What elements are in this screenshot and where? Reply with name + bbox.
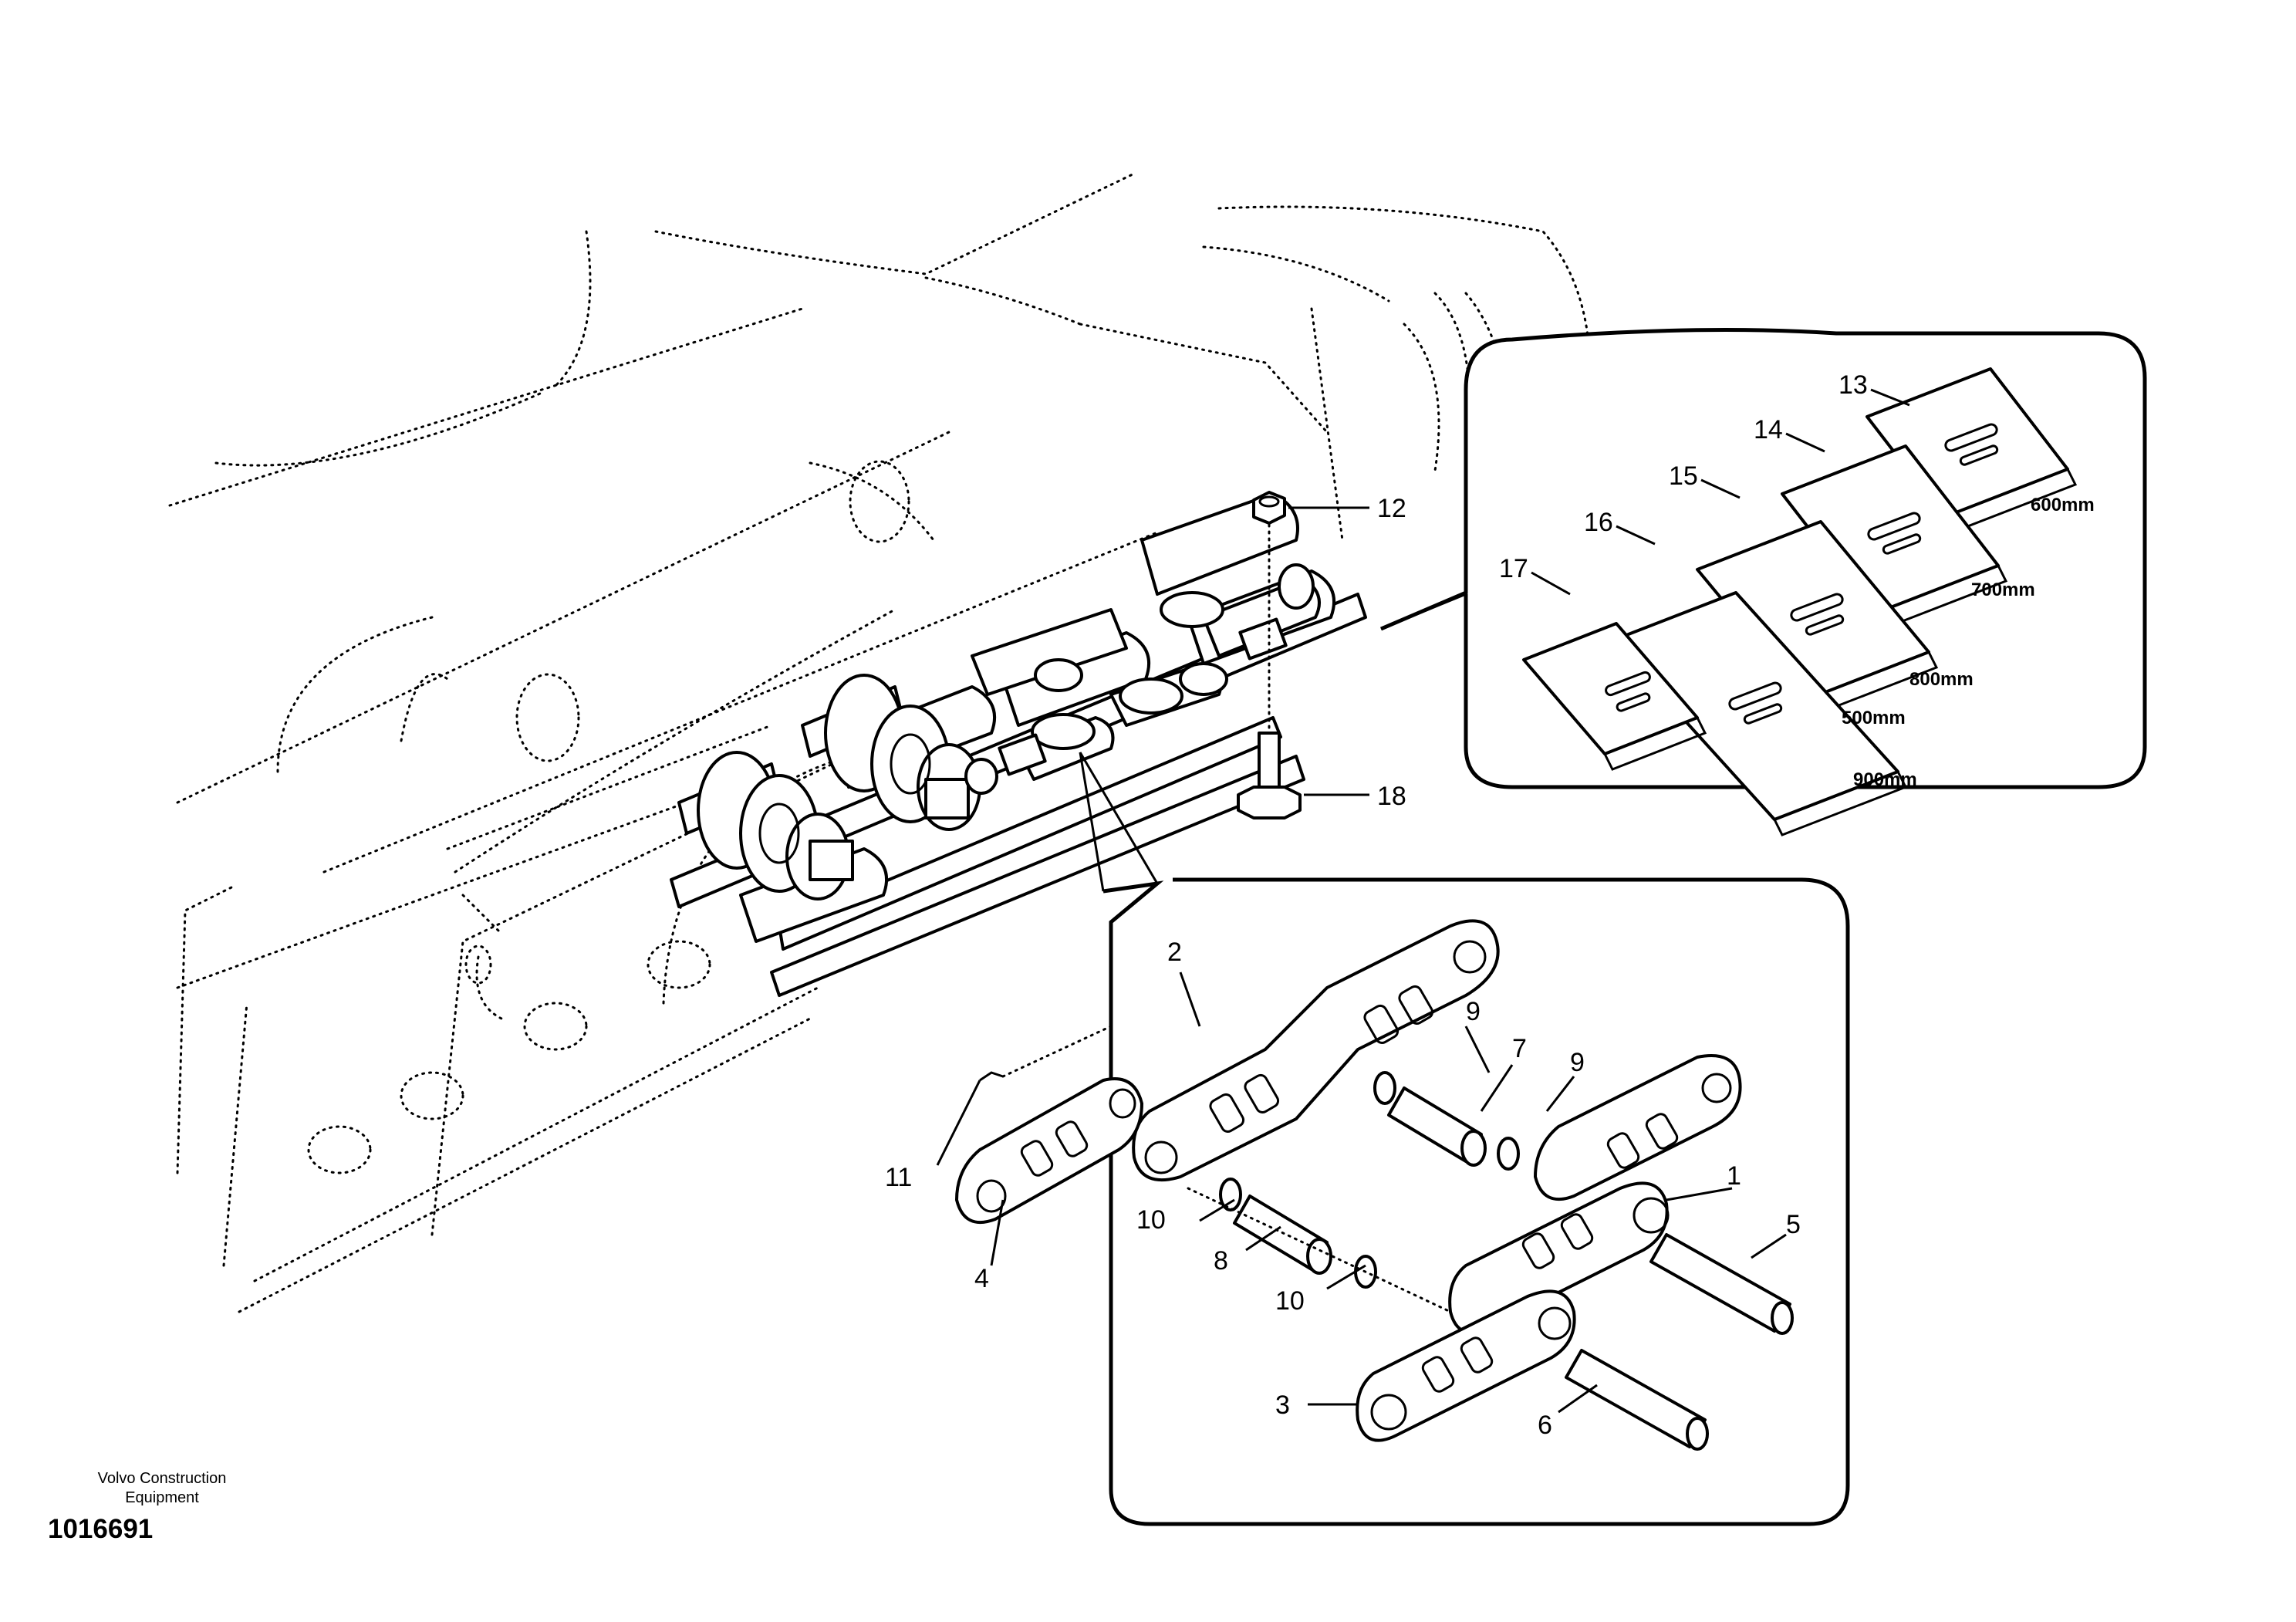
track-roller-front: [677, 751, 854, 901]
width-label-500: 500mm: [1842, 708, 1906, 728]
callout-1: 1: [1727, 1161, 1741, 1191]
inset-pointer-link-a: [1079, 752, 1159, 884]
inset-pointer: [1380, 593, 1467, 630]
shoe-nut: [1252, 491, 1286, 525]
seal-10-upper: [1219, 1178, 1242, 1211]
callout-8: 8: [1214, 1246, 1228, 1276]
callout-7: 7: [1512, 1034, 1527, 1063]
callout-6: 6: [1538, 1411, 1552, 1440]
callout-3: 3: [1275, 1391, 1290, 1420]
bushing-7: [1387, 1086, 1487, 1167]
callout-16: 16: [1584, 508, 1613, 537]
callout-5: 5: [1786, 1210, 1801, 1239]
pin-lock-axis: [1001, 1025, 1113, 1078]
pin-lock-11: [979, 1071, 1004, 1082]
publisher-line-1: Volvo Construction: [97, 1470, 227, 1487]
track-link-3: [1356, 1289, 1576, 1442]
pin-5: [1649, 1233, 1794, 1335]
width-label-700: 700mm: [1971, 580, 2035, 600]
shoe-500: [1522, 622, 1707, 771]
callout-10b: 10: [1275, 1286, 1305, 1316]
callout-labels: 12 18 13 14 15 16 17 2 9 7 9 1 5 11 10 8…: [885, 370, 1868, 1440]
inset-pointer-link-b: [1079, 752, 1105, 892]
callout-9b: 9: [1570, 1048, 1585, 1077]
shoe-900: [1611, 591, 1908, 836]
leader-16: [1616, 525, 1656, 546]
leader-10a: [1199, 1198, 1235, 1222]
leader-15: [1700, 478, 1741, 499]
bushing-8: [1233, 1195, 1332, 1275]
assembly-axis-line: [1187, 1187, 1452, 1313]
leader-11: [936, 1080, 981, 1166]
callout-17: 17: [1499, 554, 1528, 583]
callout-15: 15: [1669, 461, 1698, 491]
width-label-600: 600mm: [2031, 495, 2095, 515]
callout-12: 12: [1377, 494, 1406, 523]
width-label-900: 900mm: [1853, 769, 1917, 790]
callout-18: 18: [1377, 782, 1406, 811]
leader-9a: [1464, 1026, 1491, 1073]
track-link-4: [955, 1077, 1143, 1224]
callout-2: 2: [1167, 938, 1182, 967]
leader-2: [1179, 972, 1201, 1027]
leader-6: [1558, 1384, 1598, 1414]
callout-14: 14: [1754, 415, 1783, 444]
track-roller-rear: [801, 674, 981, 831]
leader-17: [1531, 571, 1571, 596]
pin-6: [1565, 1349, 1709, 1451]
callout-4: 4: [974, 1264, 989, 1293]
leader-7: [1480, 1064, 1514, 1112]
publisher-label: Volvo Construction Equipment: [46, 1469, 278, 1508]
leader-4: [990, 1199, 1004, 1266]
callout-9a: 9: [1466, 997, 1481, 1026]
publisher-line-2: Equipment: [125, 1489, 199, 1506]
leader-9b: [1545, 1076, 1575, 1112]
track-link-1: [1448, 1181, 1670, 1334]
track-link-chain-installed: [964, 563, 1321, 795]
shoe-width-labels: 600mm 700mm 800mm 500mm 900mm: [1842, 495, 2095, 790]
leader-1: [1666, 1187, 1733, 1201]
track-link-2: [1132, 919, 1500, 1182]
undercarriage-outline: [168, 172, 1592, 1313]
callout-13: 13: [1838, 370, 1868, 400]
leader-5: [1751, 1233, 1787, 1259]
width-label-800: 800mm: [1909, 669, 1974, 690]
figure-number: 1016691: [48, 1514, 154, 1544]
leader-13: [1870, 388, 1910, 407]
leader-8: [1245, 1225, 1281, 1252]
shoe-bolt: [1237, 732, 1302, 819]
track-link-right: [1534, 1054, 1742, 1201]
callout-11: 11: [885, 1163, 912, 1192]
seal-9-upper: [1373, 1071, 1396, 1105]
leader-10b: [1326, 1264, 1366, 1290]
seal-9-lower: [1497, 1137, 1520, 1171]
callout-10a: 10: [1136, 1205, 1166, 1235]
leader-14: [1785, 432, 1825, 453]
